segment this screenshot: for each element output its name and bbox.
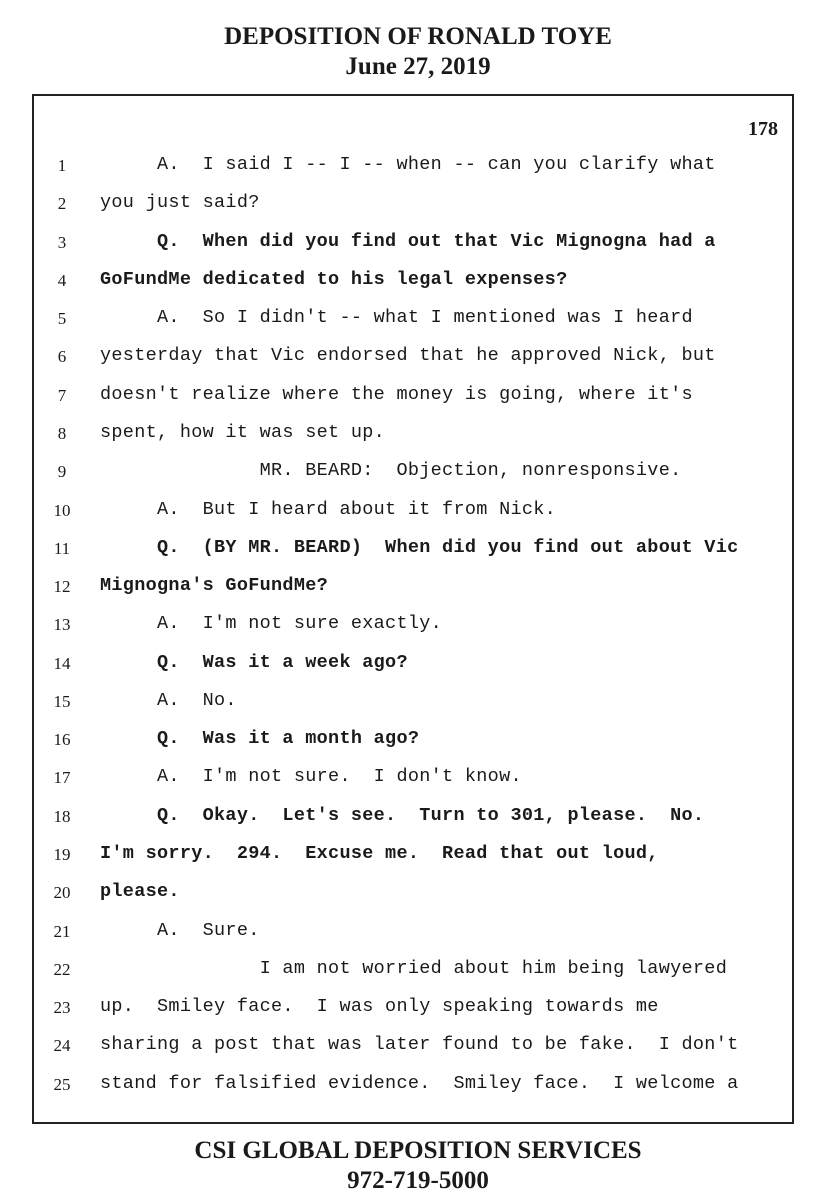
line-number: 11 — [53, 538, 71, 558]
transcript-line: 24 sharing a post that was later found to… — [34, 1034, 794, 1072]
transcript-line: 19 I'm sorry. 294. Excuse me. Read that o… — [34, 843, 794, 881]
line-number: 18 — [53, 806, 71, 826]
line-text: A. No. — [100, 689, 237, 711]
transcript-line: 8 spent, how it was set up. — [34, 422, 794, 460]
line-text: GoFundMe dedicated to his legal expenses… — [100, 268, 568, 290]
transcript-line: 9 MR. BEARD: Objection, nonresponsive. — [34, 460, 794, 498]
line-number: 10 — [53, 500, 71, 520]
line-number: 21 — [53, 921, 71, 941]
line-text: Q. When did you find out that Vic Mignog… — [100, 230, 716, 252]
line-text: sharing a post that was later found to b… — [100, 1034, 739, 1056]
line-number: 12 — [53, 577, 71, 597]
line-text: doesn't realize where the money is going… — [100, 383, 693, 405]
transcript-line: 13 A. I'm not sure exactly. — [34, 613, 794, 651]
page-number: 178 — [748, 118, 778, 140]
line-text: I'm sorry. 294. Excuse me. Read that out… — [100, 843, 659, 865]
transcript-line: 5 A. So I didn't -- what I mentioned was… — [34, 307, 794, 345]
line-text: please. — [100, 881, 180, 903]
line-number: 23 — [53, 998, 71, 1018]
line-number: 2 — [57, 194, 67, 214]
transcript-line: 18 Q. Okay. Let's see. Turn to 301, plea… — [34, 805, 794, 843]
line-number: 13 — [53, 615, 71, 635]
line-text: you just said? — [100, 192, 260, 214]
line-text: Q. Was it a month ago? — [100, 728, 420, 750]
transcript-line: 12 Mignogna's GoFundMe? — [34, 575, 794, 613]
transcript-page: 178 1 A. I said I -- I -- when -- can yo… — [32, 94, 794, 1124]
line-number: 24 — [53, 1036, 71, 1056]
transcript-line: 11 Q. (BY MR. BEARD) When did you find o… — [34, 537, 794, 575]
line-text: Q. Was it a week ago? — [100, 651, 408, 673]
line-text: A. I'm not sure. I don't know. — [100, 766, 522, 788]
line-number: 14 — [53, 653, 71, 673]
line-text: A. I said I -- I -- when -- can you clar… — [100, 154, 716, 175]
line-number: 4 — [57, 270, 67, 290]
line-number: 15 — [53, 691, 71, 711]
line-text: A. Sure. — [100, 919, 260, 941]
line-text: Q. (BY MR. BEARD) When did you find out … — [100, 536, 739, 558]
line-number: 22 — [53, 959, 71, 979]
line-text: A. But I heard about it from Nick. — [100, 498, 557, 520]
line-text: Q. Okay. Let's see. Turn to 301, please.… — [100, 804, 705, 826]
transcript-line: 3 Q. When did you find out that Vic Mign… — [34, 231, 794, 269]
line-number: 16 — [53, 730, 71, 750]
document-footer: CSI GLOBAL DEPOSITION SERVICES 972-719-5… — [0, 1136, 836, 1196]
transcript-line: 15 A. No. — [34, 690, 794, 728]
line-text: yesterday that Vic endorsed that he appr… — [100, 345, 716, 367]
transcript-line: 16 Q. Was it a month ago? — [34, 728, 794, 766]
transcript-line: 21 A. Sure. — [34, 920, 794, 958]
transcript-line: 25 stand for falsified evidence. Smiley f… — [34, 1073, 794, 1111]
transcript-line: 7 doesn't realize where the money is goin… — [34, 384, 794, 422]
footer-company: CSI GLOBAL DEPOSITION SERVICES — [194, 1137, 642, 1164]
line-number: 7 — [57, 385, 67, 405]
document-header: DEPOSITION OF RONALD TOYE June 27, 2019 — [0, 22, 836, 82]
line-number: 6 — [57, 347, 67, 367]
document-date: June 27, 2019 — [345, 53, 491, 80]
document-title: DEPOSITION OF RONALD TOYE — [224, 23, 612, 50]
line-number: 1 — [57, 156, 67, 175]
line-text: MR. BEARD: Objection, nonresponsive. — [100, 460, 682, 482]
line-number: 17 — [53, 768, 71, 788]
line-number: 9 — [57, 462, 67, 482]
transcript-line: 20 please. — [34, 881, 794, 919]
line-number: 3 — [57, 232, 67, 252]
transcript-line: 23 up. Smiley face. I was only speaking t… — [34, 996, 794, 1034]
transcript-line: 2 you just said? — [34, 192, 794, 230]
line-number: 25 — [53, 1074, 71, 1094]
transcript-line: 14 Q. Was it a week ago? — [34, 652, 794, 690]
line-text: A. So I didn't -- what I mentioned was I… — [100, 307, 693, 329]
transcript-line: 10 A. But I heard about it from Nick. — [34, 499, 794, 537]
line-number: 20 — [53, 883, 71, 903]
line-text: Mignogna's GoFundMe? — [100, 575, 329, 597]
transcript-line: 17 A. I'm not sure. I don't know. — [34, 766, 794, 804]
line-text: up. Smiley face. I was only speaking tow… — [100, 996, 659, 1018]
line-text: stand for falsified evidence. Smiley fac… — [100, 1072, 739, 1094]
line-number: 5 — [57, 309, 67, 329]
transcript-line: 22 I am not worried about him being lawy… — [34, 958, 794, 996]
transcript-line: 6 yesterday that Vic endorsed that he app… — [34, 345, 794, 383]
footer-phone: 972-719-5000 — [347, 1167, 489, 1194]
line-number: 19 — [53, 845, 71, 865]
line-text: A. I'm not sure exactly. — [100, 613, 443, 635]
transcript-line: 1 A. I said I -- I -- when -- can you cl… — [34, 154, 794, 192]
line-text: spent, how it was set up. — [100, 421, 386, 443]
transcript-line: 4 GoFundMe dedicated to his legal expense… — [34, 269, 794, 307]
line-number: 8 — [57, 423, 67, 443]
line-text: I am not worried about him being lawyere… — [100, 957, 728, 979]
